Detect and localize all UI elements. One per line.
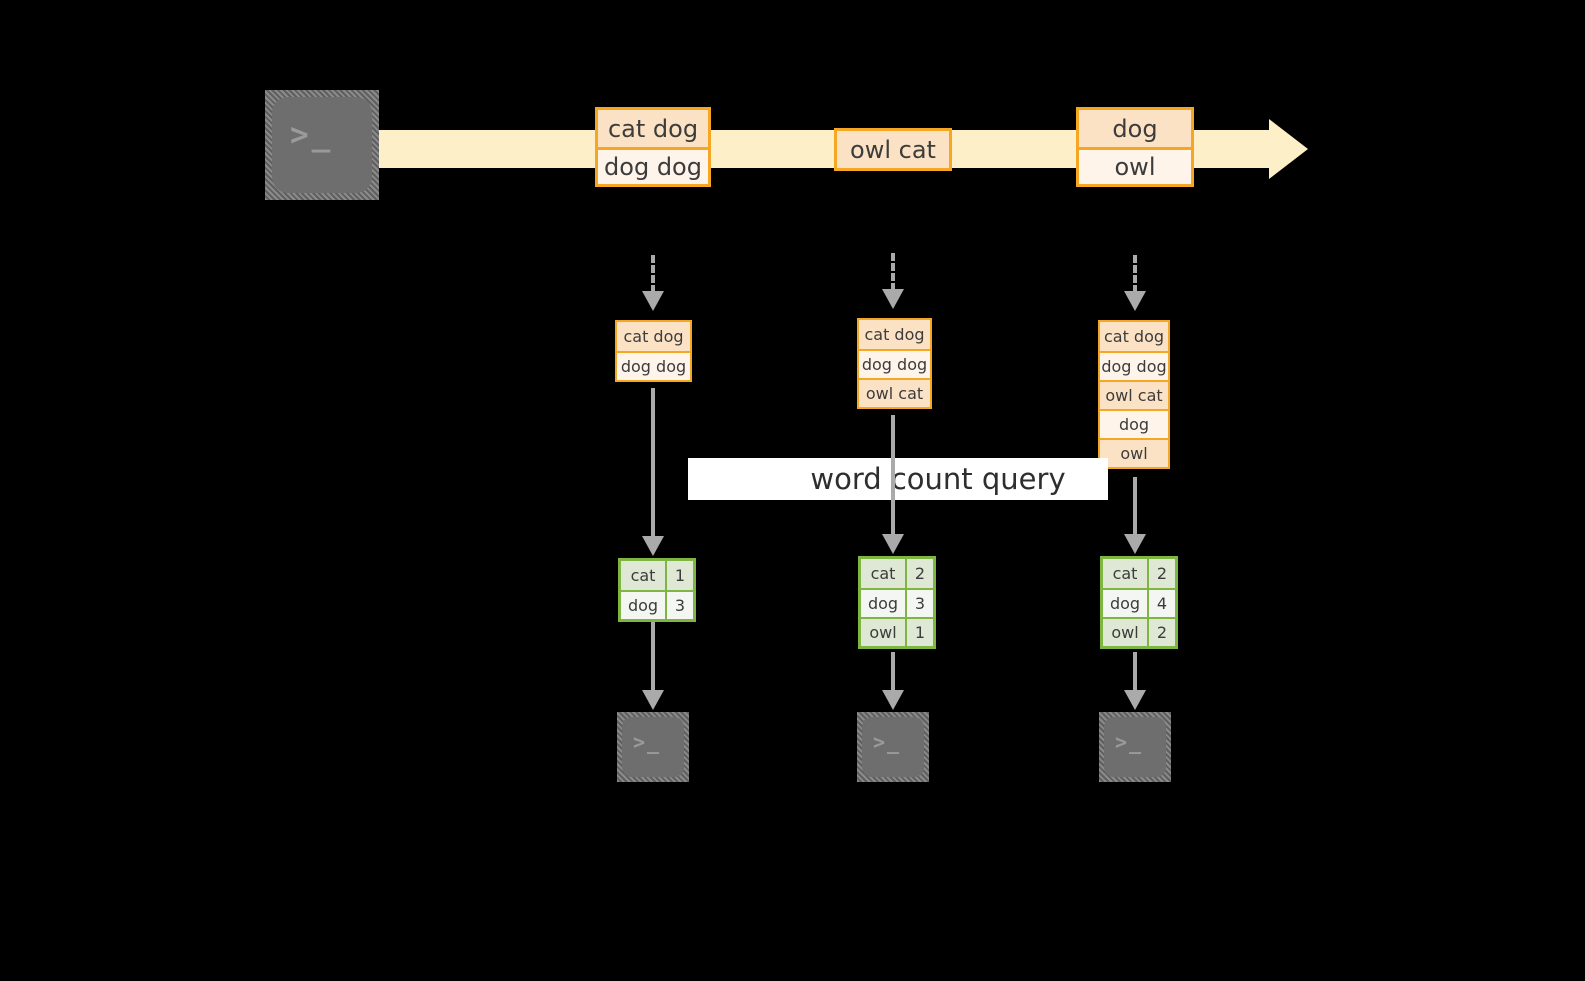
input-table-1: cat dog dog dog [615, 320, 692, 382]
result-count: 1 [667, 561, 693, 590]
input-table-line: dog dog [617, 351, 690, 380]
input-table-line: owl [1100, 438, 1168, 467]
input-table-line: dog [1100, 409, 1168, 438]
result-table-2: cat 2 dog 3 owl 1 [858, 556, 936, 649]
result-word: dog [861, 590, 907, 617]
input-table-3: cat dog dog dog owl cat dog owl [1098, 320, 1170, 469]
sink-connector-arrowhead-1 [642, 690, 664, 710]
sink-terminal-icon-3: >_ [1099, 712, 1171, 782]
stream-batch-line: cat dog [598, 110, 708, 147]
stream-batch-line: dog [1079, 110, 1191, 147]
query-connector-arrowhead-1 [642, 536, 664, 556]
result-word: dog [621, 592, 667, 619]
result-table-3: cat 2 dog 4 owl 2 [1100, 556, 1178, 649]
result-count: 1 [907, 619, 933, 646]
stream-batch-1: cat dog dog dog [595, 107, 711, 187]
result-word: cat [1103, 559, 1149, 588]
result-word: dog [1103, 590, 1149, 617]
result-table-1: cat 1 dog 3 [618, 558, 696, 622]
terminal-prompt-glyph: >_ [1115, 730, 1144, 754]
result-row: cat 2 [861, 559, 933, 588]
input-table-line: cat dog [1100, 322, 1168, 351]
result-word: cat [861, 559, 907, 588]
terminal-prompt-glyph: >_ [633, 730, 662, 754]
trigger-connector-1 [651, 255, 655, 293]
query-connector-2 [891, 415, 895, 538]
trigger-connector-arrowhead-2 [882, 289, 904, 309]
result-count: 2 [1149, 559, 1175, 588]
sink-connector-1 [651, 622, 655, 692]
input-table-line: owl cat [859, 378, 930, 407]
terminal-screen: >_ [622, 717, 684, 777]
result-row: cat 2 [1103, 559, 1175, 588]
query-label-text: word count query [810, 462, 1066, 496]
stream-batch-line: owl cat [837, 131, 949, 168]
sink-connector-arrowhead-2 [882, 690, 904, 710]
result-row: dog 3 [621, 590, 693, 619]
terminal-screen: >_ [272, 97, 372, 193]
result-word: owl [861, 619, 907, 646]
result-row: owl 2 [1103, 617, 1175, 646]
trigger-connector-3 [1133, 255, 1137, 293]
result-word: owl [1103, 619, 1149, 646]
result-row: cat 1 [621, 561, 693, 590]
result-row: dog 4 [1103, 588, 1175, 617]
sink-connector-2 [891, 652, 895, 692]
query-label-band: word count query [688, 458, 1108, 500]
result-word: cat [621, 561, 667, 590]
input-table-line: dog dog [859, 349, 930, 378]
stream-batch-3: dog owl [1076, 107, 1194, 187]
result-row: owl 1 [861, 617, 933, 646]
sink-connector-3 [1133, 652, 1137, 692]
source-terminal-icon: >_ [265, 90, 379, 200]
input-table-line: cat dog [859, 320, 930, 349]
result-count: 2 [907, 559, 933, 588]
trigger-connector-arrowhead-1 [642, 291, 664, 311]
sink-terminal-icon-2: >_ [857, 712, 929, 782]
terminal-screen: >_ [1104, 717, 1166, 777]
result-count: 4 [1149, 590, 1175, 617]
query-connector-1 [651, 388, 655, 538]
result-count: 2 [1149, 619, 1175, 646]
sink-connector-arrowhead-3 [1124, 690, 1146, 710]
trigger-connector-2 [891, 253, 895, 291]
stream-batch-2: owl cat [834, 128, 952, 171]
query-connector-3 [1133, 477, 1137, 538]
query-connector-arrowhead-3 [1124, 534, 1146, 554]
input-table-line: cat dog [617, 322, 690, 351]
trigger-connector-arrowhead-3 [1124, 291, 1146, 311]
input-table-line: owl cat [1100, 380, 1168, 409]
result-count: 3 [667, 592, 693, 619]
stream-arrow-head [1269, 119, 1308, 179]
stream-batch-line: owl [1079, 147, 1191, 184]
stream-batch-line: dog dog [598, 147, 708, 184]
terminal-prompt-glyph: >_ [873, 730, 902, 754]
input-table-line: dog dog [1100, 351, 1168, 380]
sink-terminal-icon-1: >_ [617, 712, 689, 782]
query-connector-arrowhead-2 [882, 534, 904, 554]
result-count: 3 [907, 590, 933, 617]
result-row: dog 3 [861, 588, 933, 617]
terminal-screen: >_ [862, 717, 924, 777]
input-table-2: cat dog dog dog owl cat [857, 318, 932, 409]
terminal-prompt-glyph: >_ [290, 117, 334, 153]
